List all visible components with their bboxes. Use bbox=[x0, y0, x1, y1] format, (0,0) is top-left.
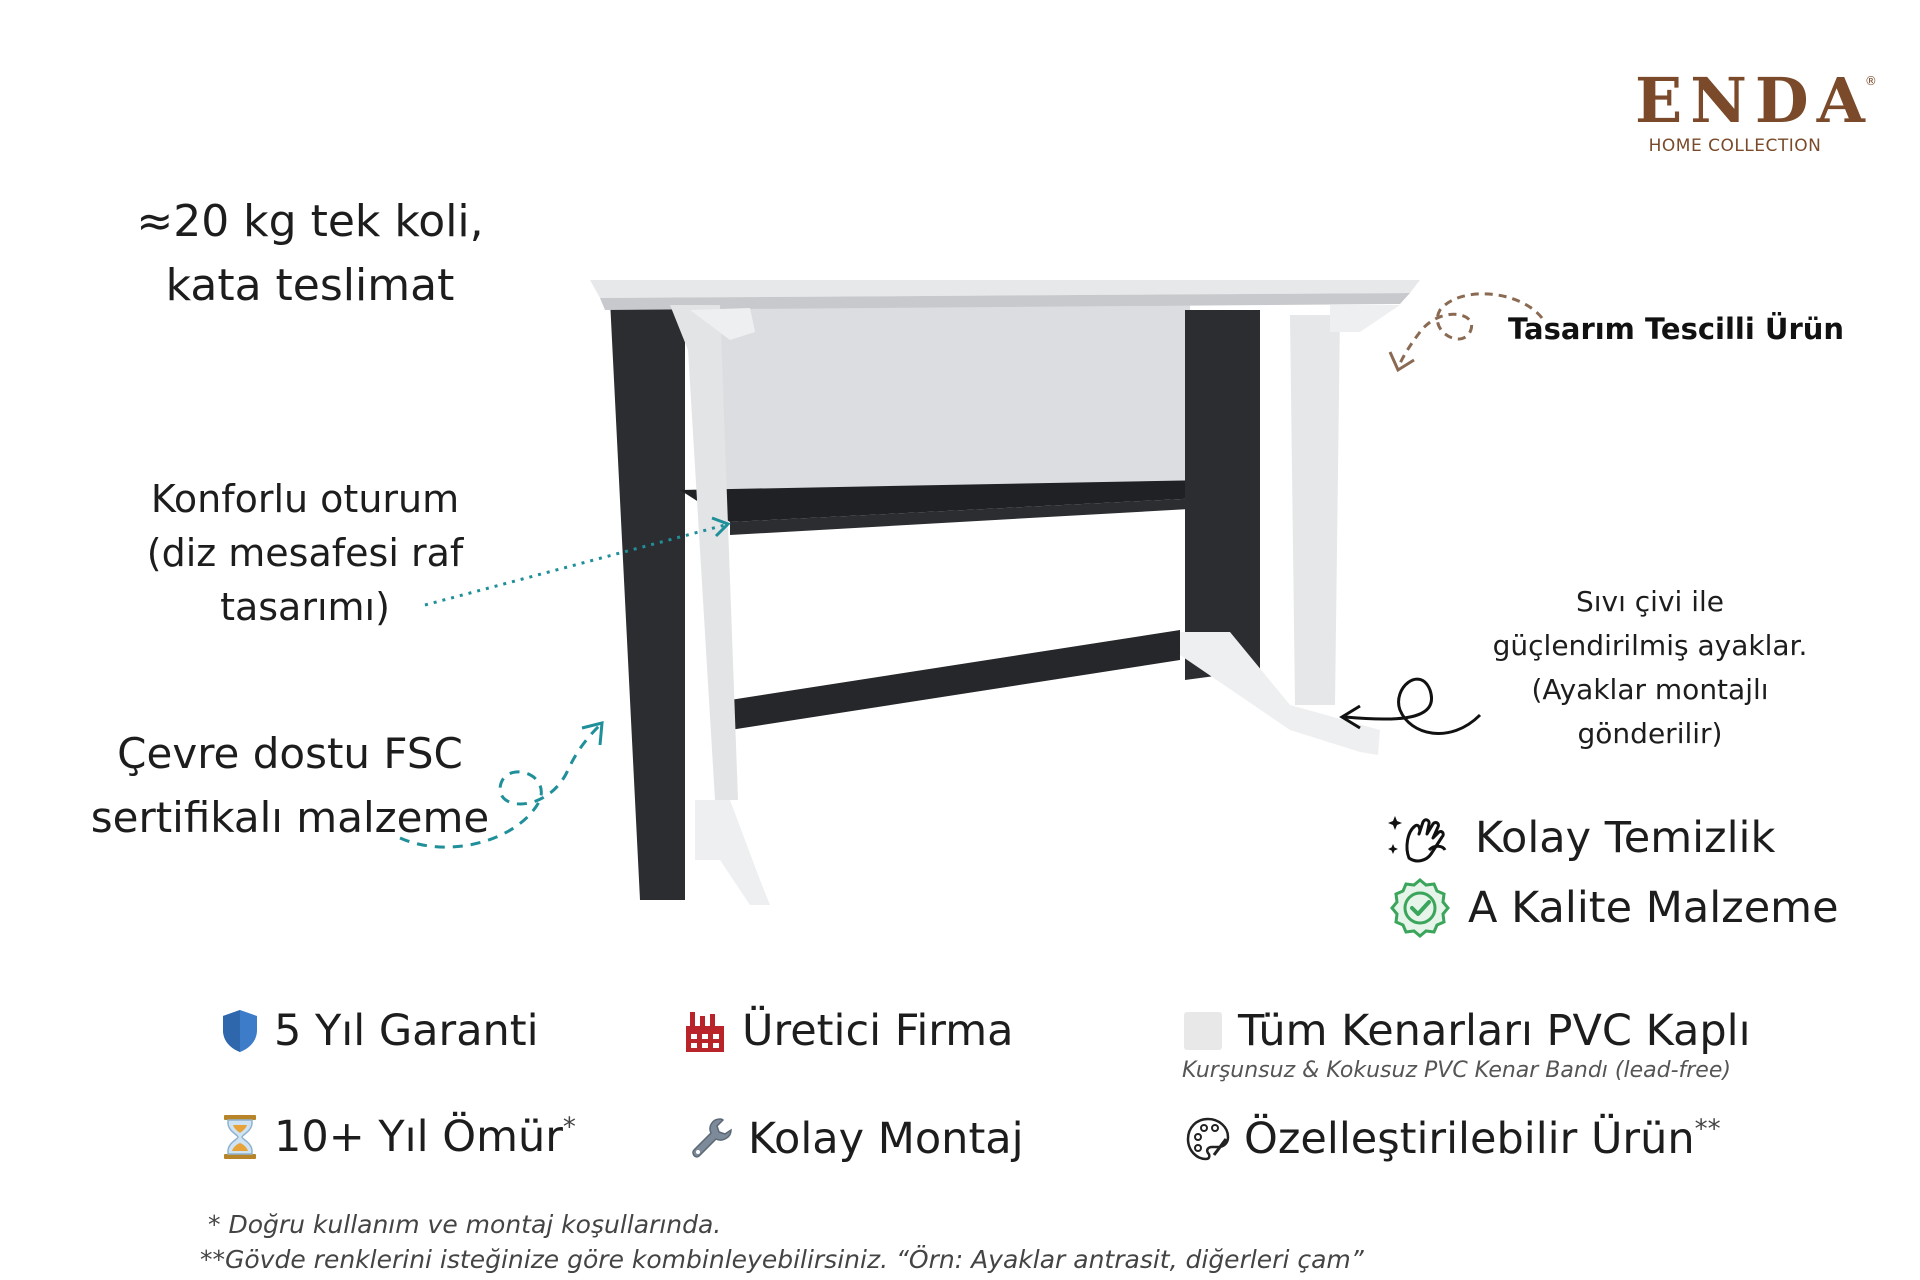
manufacturer-label: Üretici Firma bbox=[742, 1006, 1014, 1056]
design-registered-label: Tasarım Tescilli Ürün bbox=[1508, 312, 1845, 346]
legs-callout: Sıvı çivi ile güçlendirilmiş ayaklar. (A… bbox=[1440, 580, 1860, 756]
lifetime-label: 10+ Yıl Ömür* bbox=[274, 1112, 576, 1162]
warranty-feature: 5 Yıl Garanti bbox=[220, 1006, 539, 1056]
quality-feature: A Kalite Malzeme bbox=[1388, 876, 1839, 940]
pvc-sublabel: Kurşunsuz & Kokusuz PVC Kenar Bandı (lea… bbox=[1182, 1058, 1731, 1083]
comfort-line-1: Konforlu oturum bbox=[150, 477, 460, 521]
legs-line-3: (Ayaklar montajlı bbox=[1531, 673, 1769, 706]
shield-icon bbox=[223, 1010, 257, 1052]
weight-line-1: ≈20 kg tek koli, bbox=[136, 196, 484, 247]
assembly-feature: Kolay Montaj bbox=[688, 1114, 1024, 1164]
comfort-line-3: tasarımı) bbox=[220, 585, 390, 629]
footnote-1: * Doğru kullanım ve montaj koşullarında. bbox=[208, 1210, 722, 1239]
custom-asterisks: ** bbox=[1694, 1114, 1721, 1145]
desk-back-panel bbox=[720, 305, 1190, 520]
manufacturer-feature: Üretici Firma bbox=[682, 1006, 1013, 1056]
logo-wordmark: ENDA bbox=[1635, 64, 1873, 137]
desk-illustration bbox=[590, 280, 1420, 905]
wrench-icon bbox=[692, 1118, 732, 1158]
comfort-line-2: (diz mesafesi raf bbox=[146, 531, 464, 575]
pvc-label: Tüm Kenarları PVC Kaplı bbox=[1238, 1006, 1751, 1056]
eco-line-2: sertifikalı malzeme bbox=[90, 793, 490, 842]
desk-stretcher bbox=[730, 630, 1180, 730]
desk-shelf bbox=[680, 480, 1260, 522]
factory-icon bbox=[686, 1012, 724, 1052]
footnote-2: **Gövde renklerini isteğinize göre kombi… bbox=[200, 1245, 1364, 1274]
eco-line-1: Çevre dostu FSC bbox=[117, 729, 463, 778]
pvc-feature: Tüm Kenarları PVC Kaplı Kurşunsuz & Koku… bbox=[1182, 1006, 1751, 1083]
easy-clean-feature: Kolay Temizlik bbox=[1385, 808, 1775, 868]
lifetime-feature: 10+ Yıl Ömür* bbox=[220, 1112, 576, 1162]
desk-top bbox=[590, 280, 1420, 298]
brand-logo: ENDA ® HOME COLLECTION bbox=[1635, 70, 1877, 157]
eco-callout: Çevre dostu FSC sertifikalı malzeme bbox=[60, 722, 520, 850]
quality-label: A Kalite Malzeme bbox=[1468, 883, 1839, 933]
lifetime-asterisk: * bbox=[562, 1112, 576, 1143]
custom-label: Özelleştirilebilir Ürün** bbox=[1244, 1114, 1721, 1164]
legs-line-4: gönderilir) bbox=[1577, 717, 1723, 750]
registered-mark: ® bbox=[1864, 74, 1877, 88]
square-icon bbox=[1184, 1012, 1222, 1050]
palette-icon bbox=[1186, 1117, 1230, 1161]
hand-sparkle-icon bbox=[1388, 816, 1447, 863]
desk-right-panel bbox=[1185, 310, 1260, 680]
check-badge-icon bbox=[1390, 878, 1450, 938]
easy-clean-label: Kolay Temizlik bbox=[1475, 813, 1776, 863]
desk-right-leg bbox=[1290, 315, 1340, 705]
desk-left-panel bbox=[610, 300, 685, 900]
assembly-label: Kolay Montaj bbox=[748, 1114, 1024, 1164]
comfort-callout: Konforlu oturum (diz mesafesi raf tasarı… bbox=[110, 472, 500, 634]
design-registered-callout: Tasarım Tescilli Ürün bbox=[1508, 312, 1844, 346]
weight-callout: ≈20 kg tek koli, kata teslimat bbox=[100, 190, 520, 318]
hourglass-icon bbox=[224, 1115, 256, 1159]
legs-line-2: güçlendirilmiş ayaklar. bbox=[1492, 629, 1808, 662]
legs-line-1: Sıvı çivi ile bbox=[1575, 585, 1724, 618]
logo-subtitle: HOME COLLECTION bbox=[1648, 136, 1822, 156]
custom-feature: Özelleştirilebilir Ürün** bbox=[1184, 1114, 1721, 1164]
warranty-label: 5 Yıl Garanti bbox=[274, 1006, 539, 1056]
weight-line-2: kata teslimat bbox=[165, 260, 455, 311]
